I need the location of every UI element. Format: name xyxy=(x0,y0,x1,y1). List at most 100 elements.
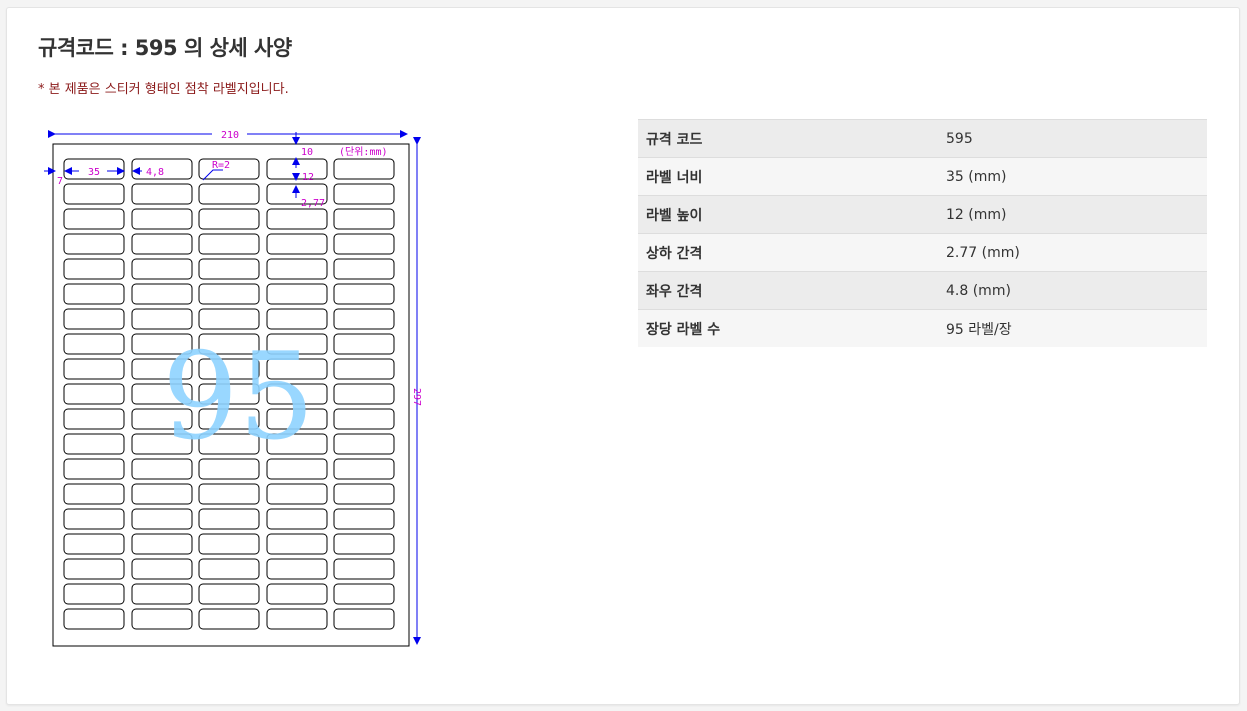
label-width-dim: 35 xyxy=(88,167,100,178)
spec-card: 규격코드 : 595 의 상세 사양 * 본 제품은 스티커 형태인 점착 라벨… xyxy=(6,7,1240,705)
label-cell xyxy=(333,433,395,455)
label-cell xyxy=(266,358,328,380)
label-cell xyxy=(198,408,260,430)
label-cell xyxy=(131,533,193,555)
label-cell xyxy=(198,258,260,280)
label-cell xyxy=(266,333,328,355)
label-cell xyxy=(266,608,328,630)
label-cell xyxy=(333,583,395,605)
label-cell xyxy=(333,408,395,430)
label-cell xyxy=(63,358,125,380)
label-cell xyxy=(333,458,395,480)
label-cell xyxy=(63,383,125,405)
sheet-outline xyxy=(52,143,410,647)
spec-key: 규격 코드 xyxy=(638,119,938,158)
label-cell xyxy=(266,183,328,205)
left-margin-dim: 7 xyxy=(57,176,63,187)
label-cell xyxy=(333,283,395,305)
spec-key: 라벨 너비 xyxy=(638,157,938,196)
label-cell xyxy=(131,208,193,230)
label-cell xyxy=(266,208,328,230)
label-cell xyxy=(266,283,328,305)
label-cell xyxy=(198,583,260,605)
spec-value: 595 xyxy=(938,119,1207,158)
spec-value: 35 (mm) xyxy=(938,157,1207,196)
label-cell xyxy=(333,333,395,355)
spec-key: 라벨 높이 xyxy=(638,195,938,234)
label-cell xyxy=(198,358,260,380)
spec-value: 95 라벨/장 xyxy=(938,309,1207,347)
label-cell xyxy=(198,283,260,305)
label-cell xyxy=(266,483,328,505)
label-cell xyxy=(266,583,328,605)
label-cell xyxy=(131,183,193,205)
top-margin-dim: 10 xyxy=(301,147,313,158)
label-cell xyxy=(333,483,395,505)
label-cell xyxy=(63,458,125,480)
sheet-width-dim: 210 xyxy=(221,130,239,141)
label-cell xyxy=(131,483,193,505)
label-cell xyxy=(198,333,260,355)
label-cell xyxy=(266,408,328,430)
label-cell xyxy=(198,483,260,505)
label-cell xyxy=(333,183,395,205)
label-cell xyxy=(266,433,328,455)
label-cell xyxy=(131,308,193,330)
h-gap-dim: 4,8 xyxy=(146,167,164,178)
label-cell xyxy=(131,583,193,605)
label-cell xyxy=(333,258,395,280)
label-cell xyxy=(131,383,193,405)
label-cell xyxy=(63,308,125,330)
label-cell xyxy=(63,183,125,205)
label-cell xyxy=(333,383,395,405)
spec-key: 좌우 간격 xyxy=(638,271,938,310)
label-cell xyxy=(333,158,395,180)
product-notice: * 본 제품은 스티커 형태인 점착 라벨지입니다. xyxy=(38,82,289,97)
label-cell xyxy=(198,308,260,330)
label-cell xyxy=(266,458,328,480)
label-cell xyxy=(333,208,395,230)
label-count-watermark: 95 xyxy=(162,328,315,467)
spec-key: 상하 간격 xyxy=(638,233,938,272)
label-height-dim: 12 xyxy=(302,172,314,183)
label-cell xyxy=(198,383,260,405)
label-cell xyxy=(198,158,260,180)
spec-key: 장당 라벨 수 xyxy=(638,309,938,347)
label-cell xyxy=(198,458,260,480)
label-cell xyxy=(63,233,125,255)
label-cell xyxy=(266,308,328,330)
label-cell xyxy=(131,408,193,430)
label-cell xyxy=(131,258,193,280)
label-cell xyxy=(63,533,125,555)
label-cell xyxy=(333,508,395,530)
label-cell xyxy=(63,483,125,505)
unit-note: (단위:mm) xyxy=(339,145,388,158)
label-cell xyxy=(198,558,260,580)
label-cell xyxy=(333,233,395,255)
label-cell xyxy=(131,283,193,305)
label-cell xyxy=(63,508,125,530)
label-cell xyxy=(333,533,395,555)
label-cell xyxy=(198,533,260,555)
label-cell xyxy=(63,408,125,430)
label-cell xyxy=(131,433,193,455)
corner-radius-dim: R=2 xyxy=(212,160,230,171)
spec-value: 12 (mm) xyxy=(938,195,1207,234)
sheet-height-dim: 297 xyxy=(411,388,422,406)
label-cell xyxy=(131,608,193,630)
label-cell xyxy=(198,508,260,530)
label-cell xyxy=(266,233,328,255)
label-cell xyxy=(63,583,125,605)
label-cell xyxy=(63,333,125,355)
label-cell xyxy=(198,208,260,230)
label-cell xyxy=(131,333,193,355)
label-cell xyxy=(333,358,395,380)
label-cell xyxy=(266,258,328,280)
label-layout-diagram: 95 210 297 10 (단위:mm) 35 4,8 R=2 12 2,77… xyxy=(44,130,422,647)
